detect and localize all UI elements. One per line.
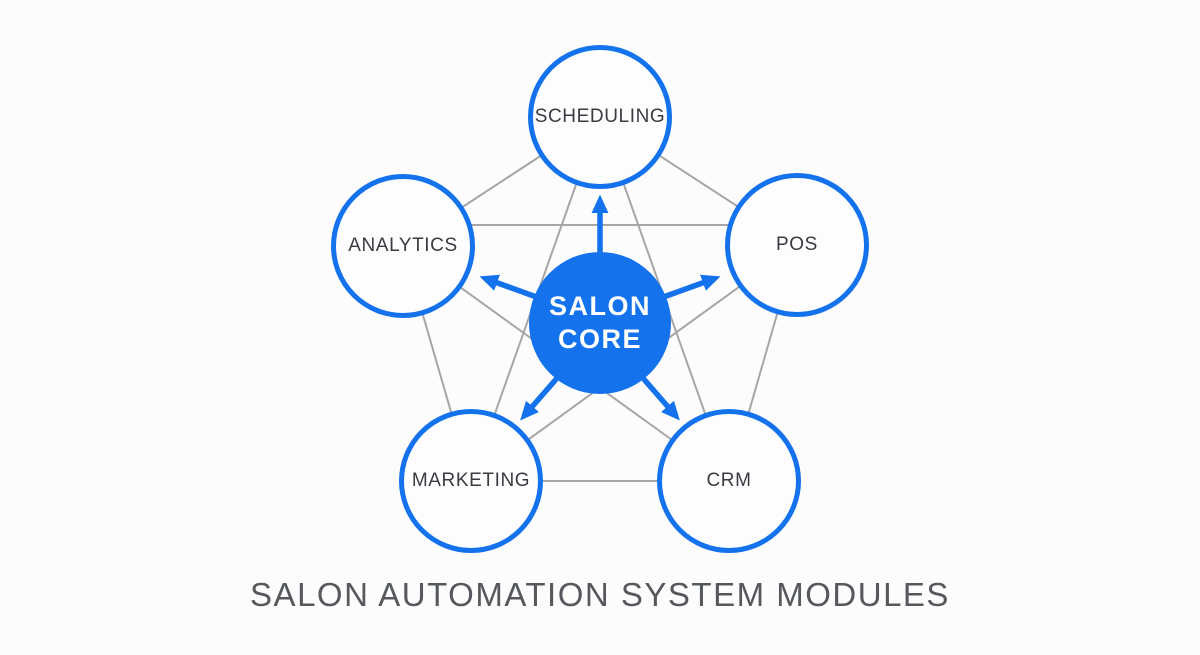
node-analytics: ANALYTICS — [331, 174, 475, 318]
node-pos-label: POS — [776, 234, 818, 255]
node-crm-label: CRM — [706, 470, 752, 491]
node-crm: CRM — [657, 409, 801, 553]
salon-core-label-line1: SALON — [549, 291, 651, 322]
diagram-title: SALON AUTOMATION SYSTEM MODULES — [250, 576, 950, 613]
node-salon-core: SALON CORE — [529, 252, 671, 394]
node-marketing: MARKETING — [399, 409, 543, 553]
node-pos: POS — [725, 173, 869, 317]
node-scheduling-label: SCHEDULING — [534, 106, 666, 127]
salon-core-label-line2: CORE — [557, 324, 642, 354]
node-scheduling: SCHEDULING — [528, 45, 672, 189]
node-marketing-label: MARKETING — [411, 470, 531, 491]
node-analytics-label: ANALYTICS — [348, 235, 458, 256]
